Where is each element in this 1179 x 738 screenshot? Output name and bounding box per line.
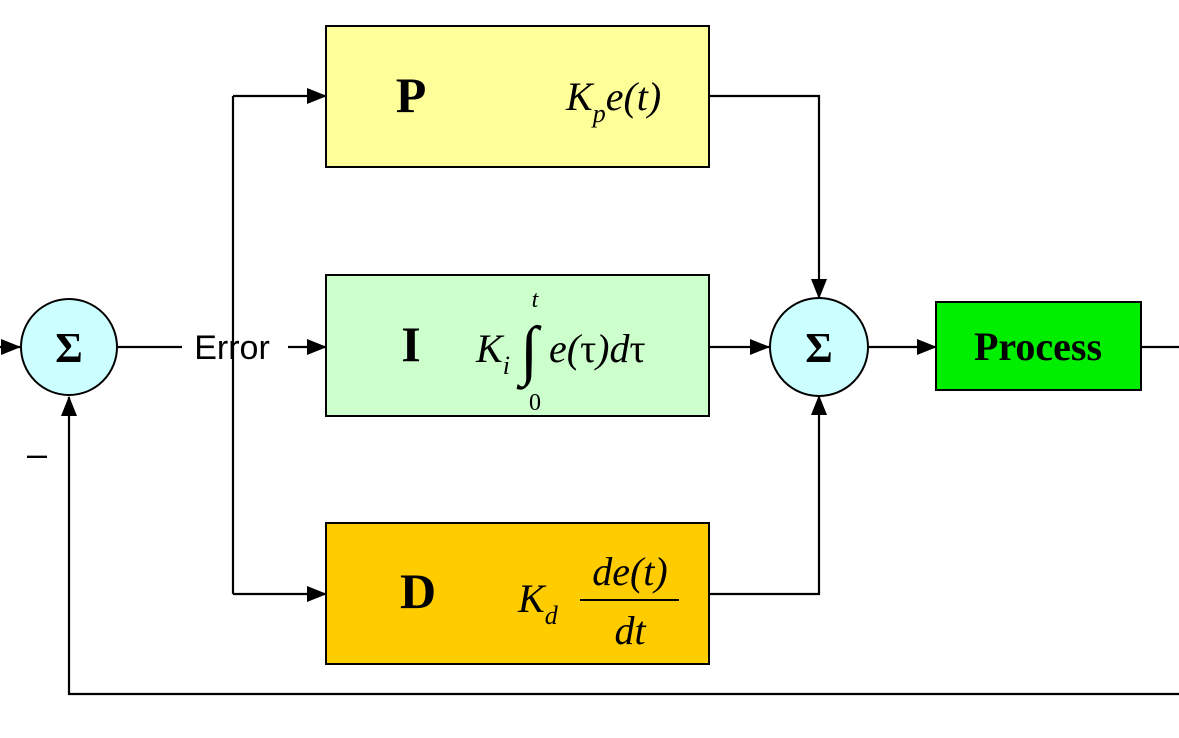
error-label: Error: [194, 329, 270, 367]
feedback-path: [61, 396, 1179, 696]
d-block-gain: Kd: [517, 576, 559, 630]
p-block-letter: P: [396, 67, 427, 123]
d-block-numerator: de(t): [592, 549, 668, 594]
d-block-letter: D: [400, 563, 436, 619]
output-sum-symbol: Σ: [805, 326, 832, 372]
i-block: I Ki ∫ t 0 e(τ)dτ: [325, 274, 710, 417]
process-block: Process: [935, 301, 1142, 391]
i-block-integrand: e(τ)dτ: [549, 326, 646, 371]
output-summing-junction: Σ: [769, 297, 869, 397]
integral-upper-limit: t: [532, 287, 540, 313]
process-label: Process: [974, 324, 1102, 369]
input-summing-junction: Σ: [20, 298, 118, 396]
d-block-denominator: dt: [614, 608, 646, 653]
integral-sign: ∫: [516, 314, 542, 390]
p-block: P Kpe(t): [325, 25, 710, 168]
integral-lower-limit: 0: [529, 390, 541, 416]
input-sum-symbol: Σ: [55, 326, 82, 372]
i-block-gain: Ki: [475, 326, 510, 380]
feedback-minus-sign: –: [27, 433, 47, 474]
i-block-letter: I: [401, 316, 420, 372]
d-output-path: [709, 395, 827, 596]
p-output-path: [709, 94, 827, 299]
p-block-formula: Kpe(t): [565, 74, 661, 128]
d-block: D Kd de(t) dt: [325, 522, 710, 665]
